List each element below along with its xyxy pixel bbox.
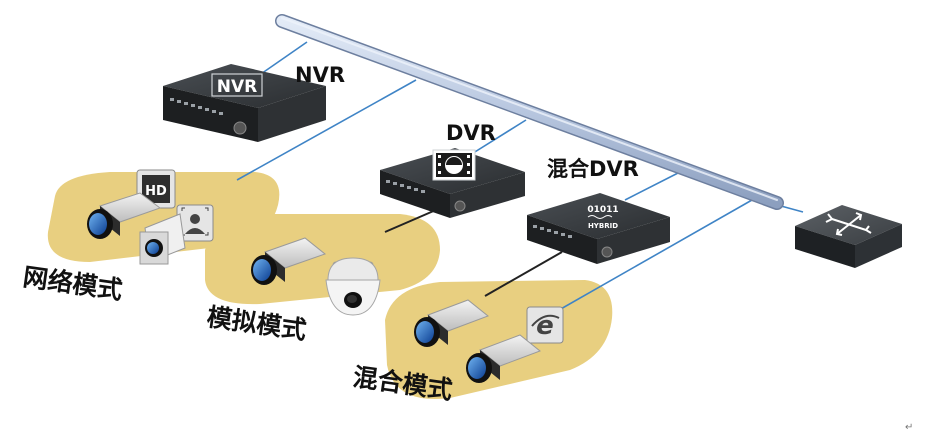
film-reel-icon [432, 149, 476, 181]
link-backbone-switch [780, 205, 804, 213]
nvr-label: NVR [295, 63, 345, 87]
dvr-label: DVR [446, 121, 496, 145]
bullet-camera-hybrid-2 [466, 334, 541, 383]
hybrid-dvr-label: 混合DVR [547, 157, 639, 181]
box-camera-network [139, 213, 186, 265]
hybrid-dvr-device: 01011 HYBRID [527, 193, 670, 264]
bullet-camera-network [87, 192, 162, 239]
nvr-face-text: NVR [217, 77, 257, 97]
analog-mode-label: 模拟模式 [205, 302, 308, 345]
link-nvr-backbone [257, 41, 308, 77]
network-switch [795, 205, 902, 268]
link-network-zone-backbone [236, 79, 417, 181]
network-links [236, 41, 804, 319]
link-hybrid-zone-backbone [544, 199, 753, 319]
hybrid-dvr-face-line1: 01011 [587, 205, 618, 215]
switch-arrows-icon [825, 212, 872, 236]
link-dvr-backbone [469, 119, 527, 156]
ie-badge: e [526, 306, 564, 344]
bullet-camera-hybrid-1 [414, 299, 489, 347]
link-hybrid-dvr-hybrid-zone [484, 251, 563, 297]
dvr-device [380, 148, 525, 218]
hybrid-dvr-face-line2: HYBRID [588, 222, 618, 230]
network-mode-label: 网络模式 [21, 262, 124, 305]
hd-badge-text: HD [145, 184, 167, 199]
nvr-device: NVR [163, 64, 326, 142]
backbone-cable [275, 14, 784, 210]
link-hybrid-dvr-backbone [624, 171, 681, 201]
bullet-camera-analog [251, 237, 327, 285]
dome-camera-analog [325, 257, 381, 316]
analog-mode-zone [205, 214, 440, 305]
paragraph-mark: ↵ [905, 422, 913, 433]
